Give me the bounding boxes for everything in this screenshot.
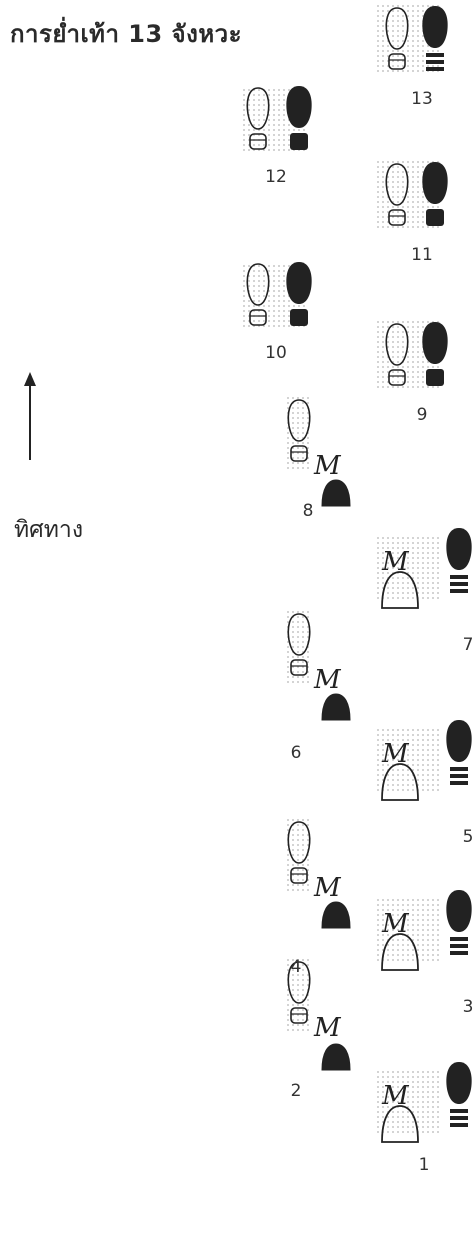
toe-print-filled [322, 1044, 350, 1070]
shoe-print-filled [446, 528, 471, 593]
marker-letter: M [313, 873, 342, 903]
shoe-print-filled [446, 720, 471, 785]
step-figure: 13 [378, 6, 475, 186]
step-figure: 12 [240, 86, 340, 266]
shoe-print-outline [288, 614, 309, 675]
step-number: 7 [463, 635, 474, 655]
shoe-print-outline [247, 264, 268, 325]
step-number: 4 [291, 957, 302, 977]
toe-print-filled [322, 480, 350, 506]
step-number: 2 [291, 1081, 302, 1101]
step-figure: M3 [378, 890, 475, 1070]
shoe-print-outline [386, 8, 407, 69]
step-11: 11 [378, 162, 475, 342]
step-figure: M5 [378, 720, 475, 900]
step-figure: 10 [240, 262, 340, 442]
toe-print-filled [322, 694, 350, 720]
marker-letter: M [313, 1013, 342, 1043]
step-number: 8 [303, 501, 314, 521]
shoe-print-outline [247, 88, 268, 149]
step-number: 1 [419, 1155, 430, 1175]
direction-arrow [20, 372, 40, 462]
diagram-title: การย่ำเท้า 13 จังหวะ [10, 14, 242, 53]
step-number: 11 [411, 245, 433, 265]
step-figure: M4 [282, 820, 382, 1000]
step-figure: M1 [378, 1062, 475, 1242]
step-number: 5 [463, 827, 474, 847]
marker-letter: M [313, 665, 342, 695]
step-13: 13 [378, 6, 475, 186]
step-number: 12 [265, 167, 287, 187]
step-figure: 11 [378, 162, 475, 342]
direction-label: ทิศทาง [14, 512, 83, 548]
step-number: 3 [463, 997, 474, 1017]
step-number: 6 [291, 743, 302, 763]
step-number: 13 [411, 89, 433, 109]
marker-letter: M [313, 451, 342, 481]
step-number: 10 [265, 343, 287, 363]
step-figure: M6 [282, 612, 382, 792]
shoe-print-outline [288, 822, 309, 883]
step-number: 9 [417, 405, 428, 425]
step-12: 12 [240, 86, 340, 266]
shoe-print-filled [446, 1062, 471, 1127]
shoe-print-filled [422, 6, 447, 71]
step-figure: M7 [378, 528, 475, 708]
shoe-print-filled [286, 262, 311, 326]
toe-print-filled [322, 902, 350, 928]
step-10: 10 [240, 262, 340, 442]
shoe-print-filled [286, 86, 311, 150]
step-9: 9 [378, 322, 475, 502]
step-figure: 9 [378, 322, 475, 502]
